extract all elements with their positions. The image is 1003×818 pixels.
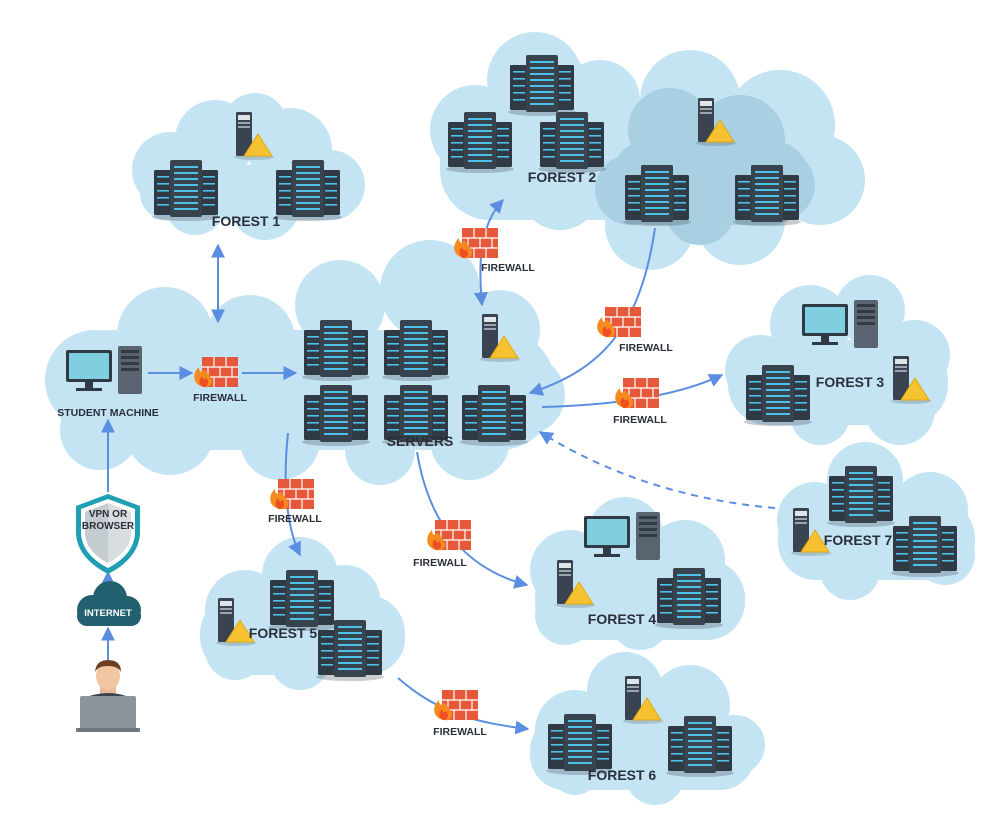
forest7-label: FOREST 7	[824, 532, 893, 548]
firewall-label: FIREWALL	[433, 726, 487, 738]
forest2-label: FOREST 2	[528, 169, 597, 185]
firewall-icon	[269, 478, 315, 510]
firewall-icon	[426, 519, 472, 551]
forest5-label: FOREST 5	[249, 625, 318, 641]
vpn-label-line1: VPN OR	[89, 509, 128, 520]
firewall-icon	[433, 689, 479, 721]
firewall-label: FIREWALL	[613, 414, 667, 426]
firewall-label: FIREWALL	[481, 262, 535, 274]
firewall-label: FIREWALL	[413, 557, 467, 569]
firewall-icon	[453, 227, 499, 259]
servers-label: SERVERS	[387, 433, 454, 449]
internet-cloud-icon	[77, 581, 141, 626]
forest6-label: FOREST 6	[588, 767, 657, 783]
firewall-icon	[614, 377, 660, 409]
firewall-label: FIREWALL	[268, 513, 322, 525]
firewall-icon	[596, 306, 642, 338]
arrow-forest7-servers	[538, 431, 776, 509]
forest3-label: FOREST 3	[816, 374, 885, 390]
forest1-label: FOREST 1	[212, 213, 281, 229]
firewall-label: FIREWALL	[193, 392, 247, 404]
vpn-label-line2: BROWSER	[82, 521, 135, 532]
forest4-label: FOREST 4	[588, 611, 657, 627]
internet-label: INTERNET	[84, 608, 132, 619]
firewall-label: FIREWALL	[619, 342, 673, 354]
vpn-shield-icon	[76, 494, 140, 574]
user-avatar-icon	[76, 660, 140, 732]
student-machine-label: STUDENT MACHINE	[57, 407, 159, 419]
arrow-forest2-servers	[528, 227, 656, 396]
